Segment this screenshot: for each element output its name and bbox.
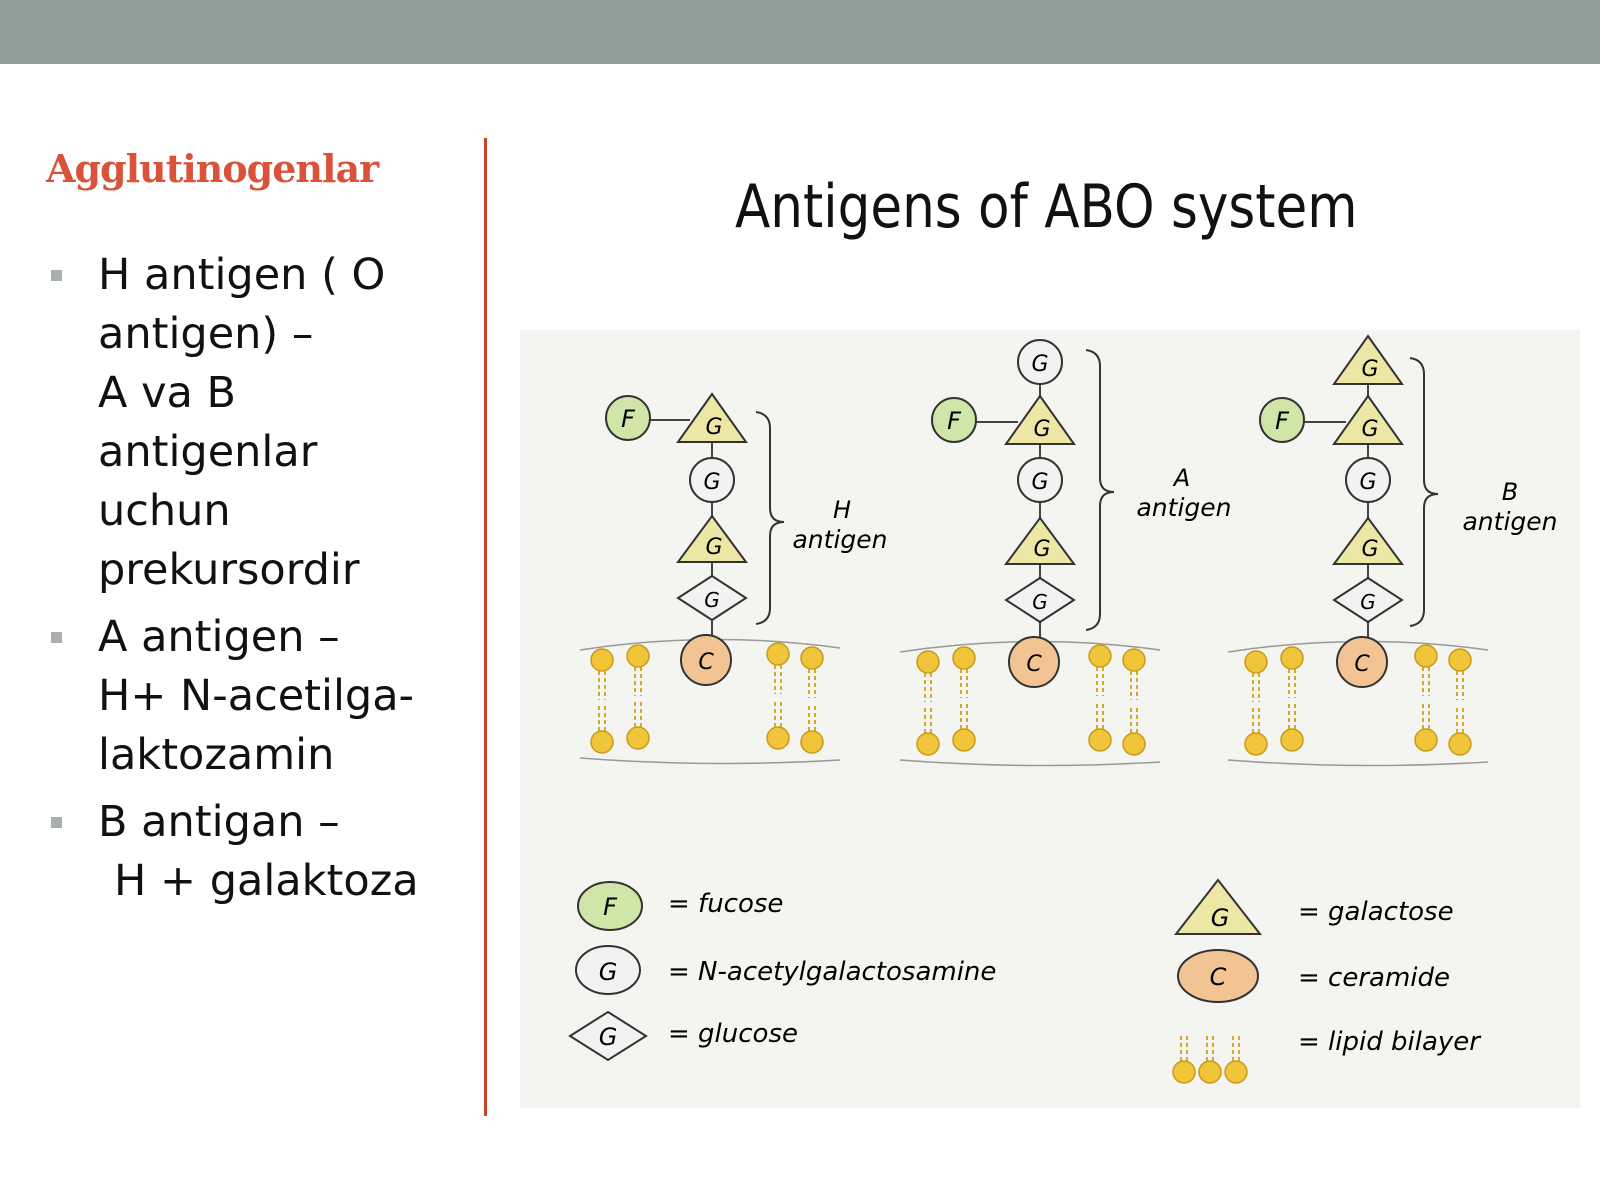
galactose-node: G [1332, 334, 1404, 385]
node-label: F [947, 407, 962, 435]
legend-label: = galactose [1298, 897, 1454, 927]
node-label: G [703, 470, 720, 495]
bullet-list: H antigen ( O antigen) – A va B antigenl… [46, 246, 466, 919]
galactose-node: G [1004, 394, 1076, 445]
bullet-text-line: antigenlar [98, 427, 318, 477]
legend-symbol: C [1210, 963, 1227, 991]
ceramide-node: C [1336, 636, 1388, 688]
legend-item-n-acetylgalactosamine: G = N-acetylgalactosamine [575, 945, 996, 995]
h-antigen-bracket [755, 411, 785, 625]
legend-item-galactose: G = galactose [1173, 878, 1454, 935]
a-antigen-bracket [1085, 349, 1115, 631]
glucose-node: G [1004, 576, 1076, 624]
galactose-node: G [1004, 516, 1076, 565]
h-antigen-structure: F G G G G C H antigen [579, 392, 888, 765]
legend-symbol: G [599, 958, 618, 986]
bullet-text-line: prekursordir [98, 545, 360, 595]
node-label: F [1275, 407, 1290, 435]
node-label: G [704, 588, 720, 612]
bullet-text-line: B antigan – [98, 797, 340, 847]
bullet-item-a-antigen: A antigen – H+ N-acetilga- laktozamin [46, 608, 466, 785]
node-label: G [705, 415, 722, 440]
node-label: G [1359, 470, 1376, 495]
legend-label: = N-acetylgalactosamine [668, 957, 996, 987]
top-banner [0, 0, 1600, 64]
bullet-square-icon [51, 632, 62, 643]
legend-label: = lipid bilayer [1298, 1027, 1482, 1057]
legend-symbol: G [599, 1023, 618, 1051]
legend-item-glucose: G = glucose [568, 1010, 798, 1062]
node-label: G [1033, 537, 1050, 562]
fucose-node: F [1259, 397, 1305, 443]
node-label: G [1360, 590, 1376, 614]
legend-label: = glucose [668, 1019, 798, 1049]
n-acetylgalactosamine-node: G [1345, 457, 1391, 503]
b-antigen-bracket [1409, 357, 1439, 627]
node-label: G [1031, 352, 1048, 377]
n-acetylgalactosamine-node: G [1017, 339, 1063, 385]
node-label: G [1361, 417, 1378, 442]
node-label: C [1026, 652, 1042, 677]
node-label: G [1033, 417, 1050, 442]
antigen-label: B [1502, 478, 1518, 506]
galactose-node: G [676, 392, 748, 443]
legend-item-lipid-bilayer: = lipid bilayer [1172, 1027, 1482, 1084]
legend-symbol: G [1211, 904, 1230, 932]
legend-item-ceramide: C = ceramide [1177, 949, 1450, 1003]
glucose-node: G [676, 574, 748, 622]
node-label: G [705, 535, 722, 560]
n-acetylgalactosamine-node: G [689, 457, 735, 503]
legend-label: = ceramide [1298, 963, 1450, 993]
galactose-node: G [676, 514, 748, 563]
bullet-text-line: H + galaktoza [114, 856, 419, 906]
legend-label: = fucose [668, 889, 783, 919]
b-antigen-structure: G F G G G G C B antigen [1227, 334, 1558, 767]
a-antigen-structure: G F G G G G C A antigen [899, 339, 1232, 767]
bullet-item-b-antigen: B antigan – H + galaktoza [46, 793, 466, 911]
fucose-node: F [605, 395, 651, 441]
node-label: C [698, 650, 714, 675]
bullet-item-h-antigen: H antigen ( O antigen) – A va B antigenl… [46, 246, 466, 600]
node-label: G [1032, 590, 1048, 614]
antigen-label: A [1172, 464, 1190, 492]
node-label: F [621, 405, 636, 433]
bullet-text-line: H antigen ( O [98, 250, 386, 300]
bullet-square-icon [51, 270, 62, 281]
bullet-text-line: uchun [98, 486, 231, 536]
legend-symbol: F [603, 893, 618, 921]
n-acetylgalactosamine-node: G [1017, 457, 1063, 503]
ceramide-node: C [1008, 636, 1060, 688]
bullet-text-line: A antigen – [98, 612, 340, 662]
abo-antigen-diagram: F G G G G C H antigen [520, 330, 1580, 1108]
bullet-square-icon [51, 817, 62, 828]
bullet-text-line: antigen) – [98, 309, 314, 359]
legend: F = fucose G = N-acetylgalactosamine G =… [568, 878, 1482, 1084]
ceramide-node: C [680, 634, 732, 686]
node-label: G [1031, 470, 1048, 495]
bullet-text-line: A va B [98, 368, 237, 418]
node-label: G [1361, 357, 1378, 382]
fucose-node: F [931, 397, 977, 443]
diagram-title: Antigens of ABO system [735, 172, 1358, 242]
antigen-label: antigen [792, 525, 887, 554]
vertical-divider [484, 138, 487, 1116]
galactose-node: G [1332, 516, 1404, 565]
node-label: C [1354, 652, 1370, 677]
legend-item-fucose: F = fucose [577, 881, 783, 931]
antigen-label: antigen [1462, 507, 1557, 536]
antigen-label: antigen [1136, 493, 1231, 522]
bullet-text-line: laktozamin [98, 730, 335, 780]
slide-heading: Agglutinogenlar [46, 146, 379, 191]
antigen-label: H [833, 496, 851, 524]
galactose-node: G [1332, 394, 1404, 445]
bullet-text-line: H+ N-acetilga- [98, 671, 415, 721]
node-label: G [1361, 537, 1378, 562]
glucose-node: G [1332, 576, 1404, 624]
